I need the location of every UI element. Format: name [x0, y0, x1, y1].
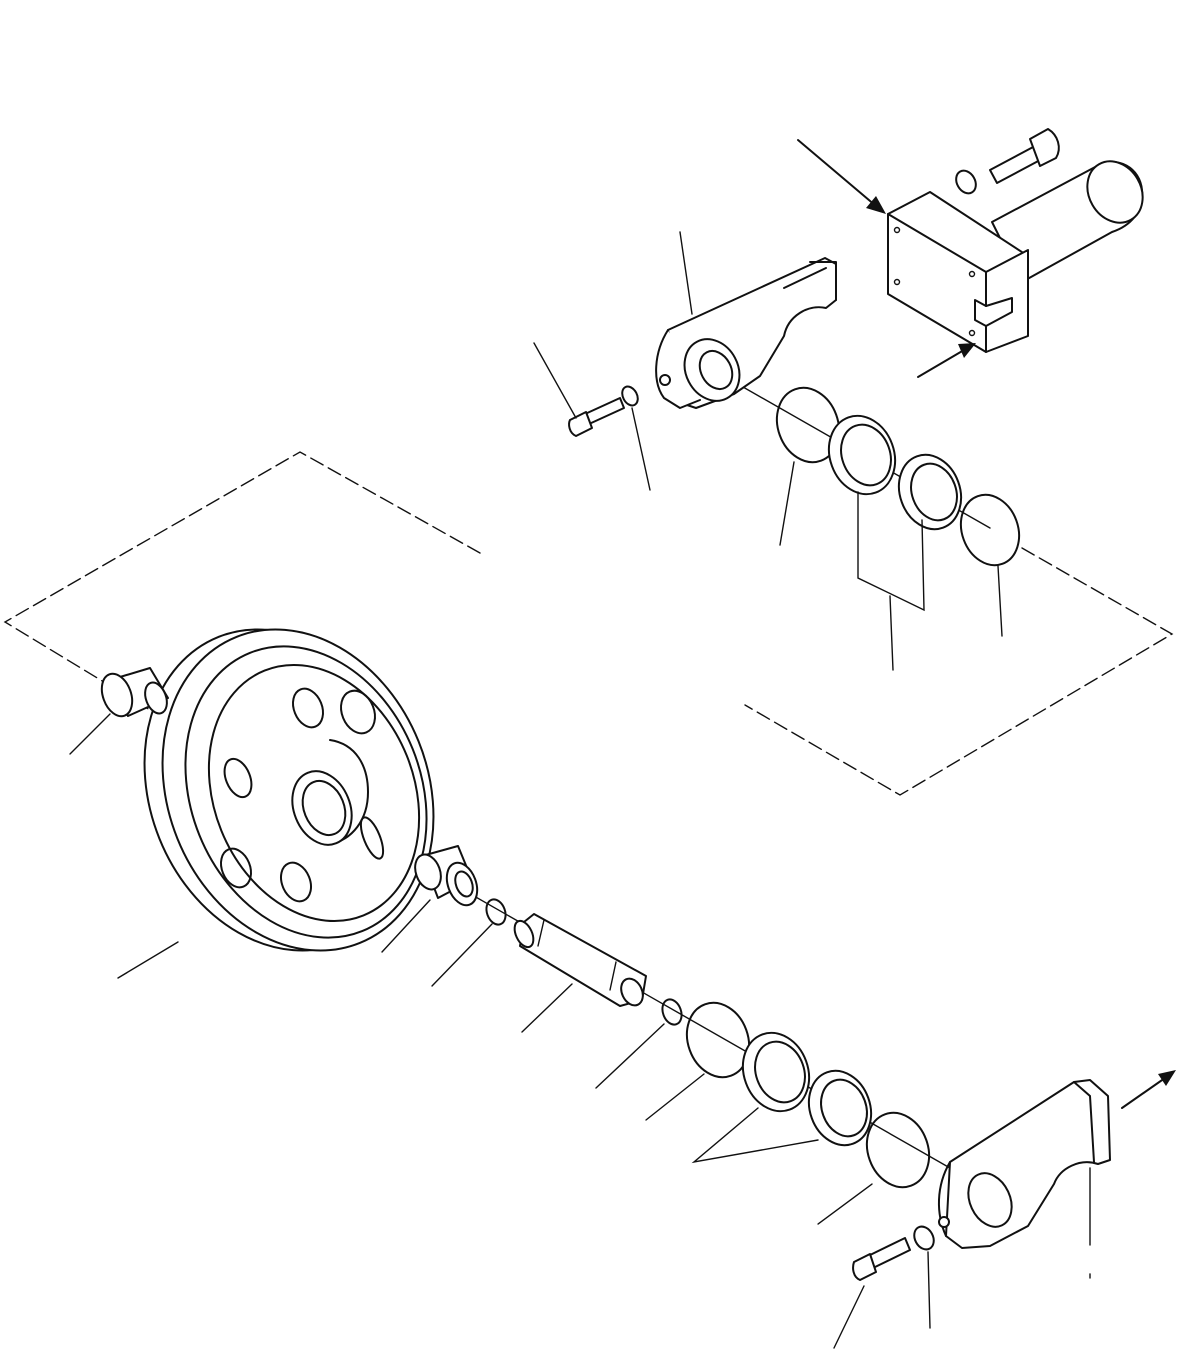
- arrow-yoke-top: [797, 139, 886, 214]
- washer-upper: [621, 385, 639, 407]
- arrow-lower-right: [1121, 1070, 1176, 1109]
- o-ring-upper-1: [775, 386, 841, 464]
- seal-ring-upper-2: [897, 453, 963, 531]
- arrow-yoke-bottom: [917, 343, 976, 378]
- seal-ring-lower-2: [807, 1069, 873, 1147]
- bushing-left: [100, 667, 169, 718]
- bolt-lower: [852, 1237, 911, 1281]
- leader-lines: [69, 231, 1091, 1349]
- bracket-upper: [655, 257, 837, 409]
- o-ring-lower-1: [685, 1001, 751, 1079]
- o-ring-small-2: [661, 998, 683, 1026]
- bushing-right: [414, 845, 479, 907]
- o-ring-small-1: [485, 898, 507, 926]
- bolt-upper: [568, 397, 625, 437]
- shaft: [513, 913, 647, 1007]
- o-ring-upper-2: [959, 493, 1021, 567]
- washer-lower: [913, 1225, 935, 1251]
- idler-wheel: [143, 628, 435, 952]
- seal-ring-upper-1: [827, 414, 897, 496]
- o-ring-lower-2: [865, 1111, 931, 1189]
- yoke-assembly: [887, 128, 1144, 353]
- bracket-lower: [937, 1079, 1111, 1249]
- assembly-outline-left: [3, 451, 481, 731]
- seal-ring-lower-1: [741, 1031, 811, 1113]
- assembly-outline-right: [744, 547, 1174, 796]
